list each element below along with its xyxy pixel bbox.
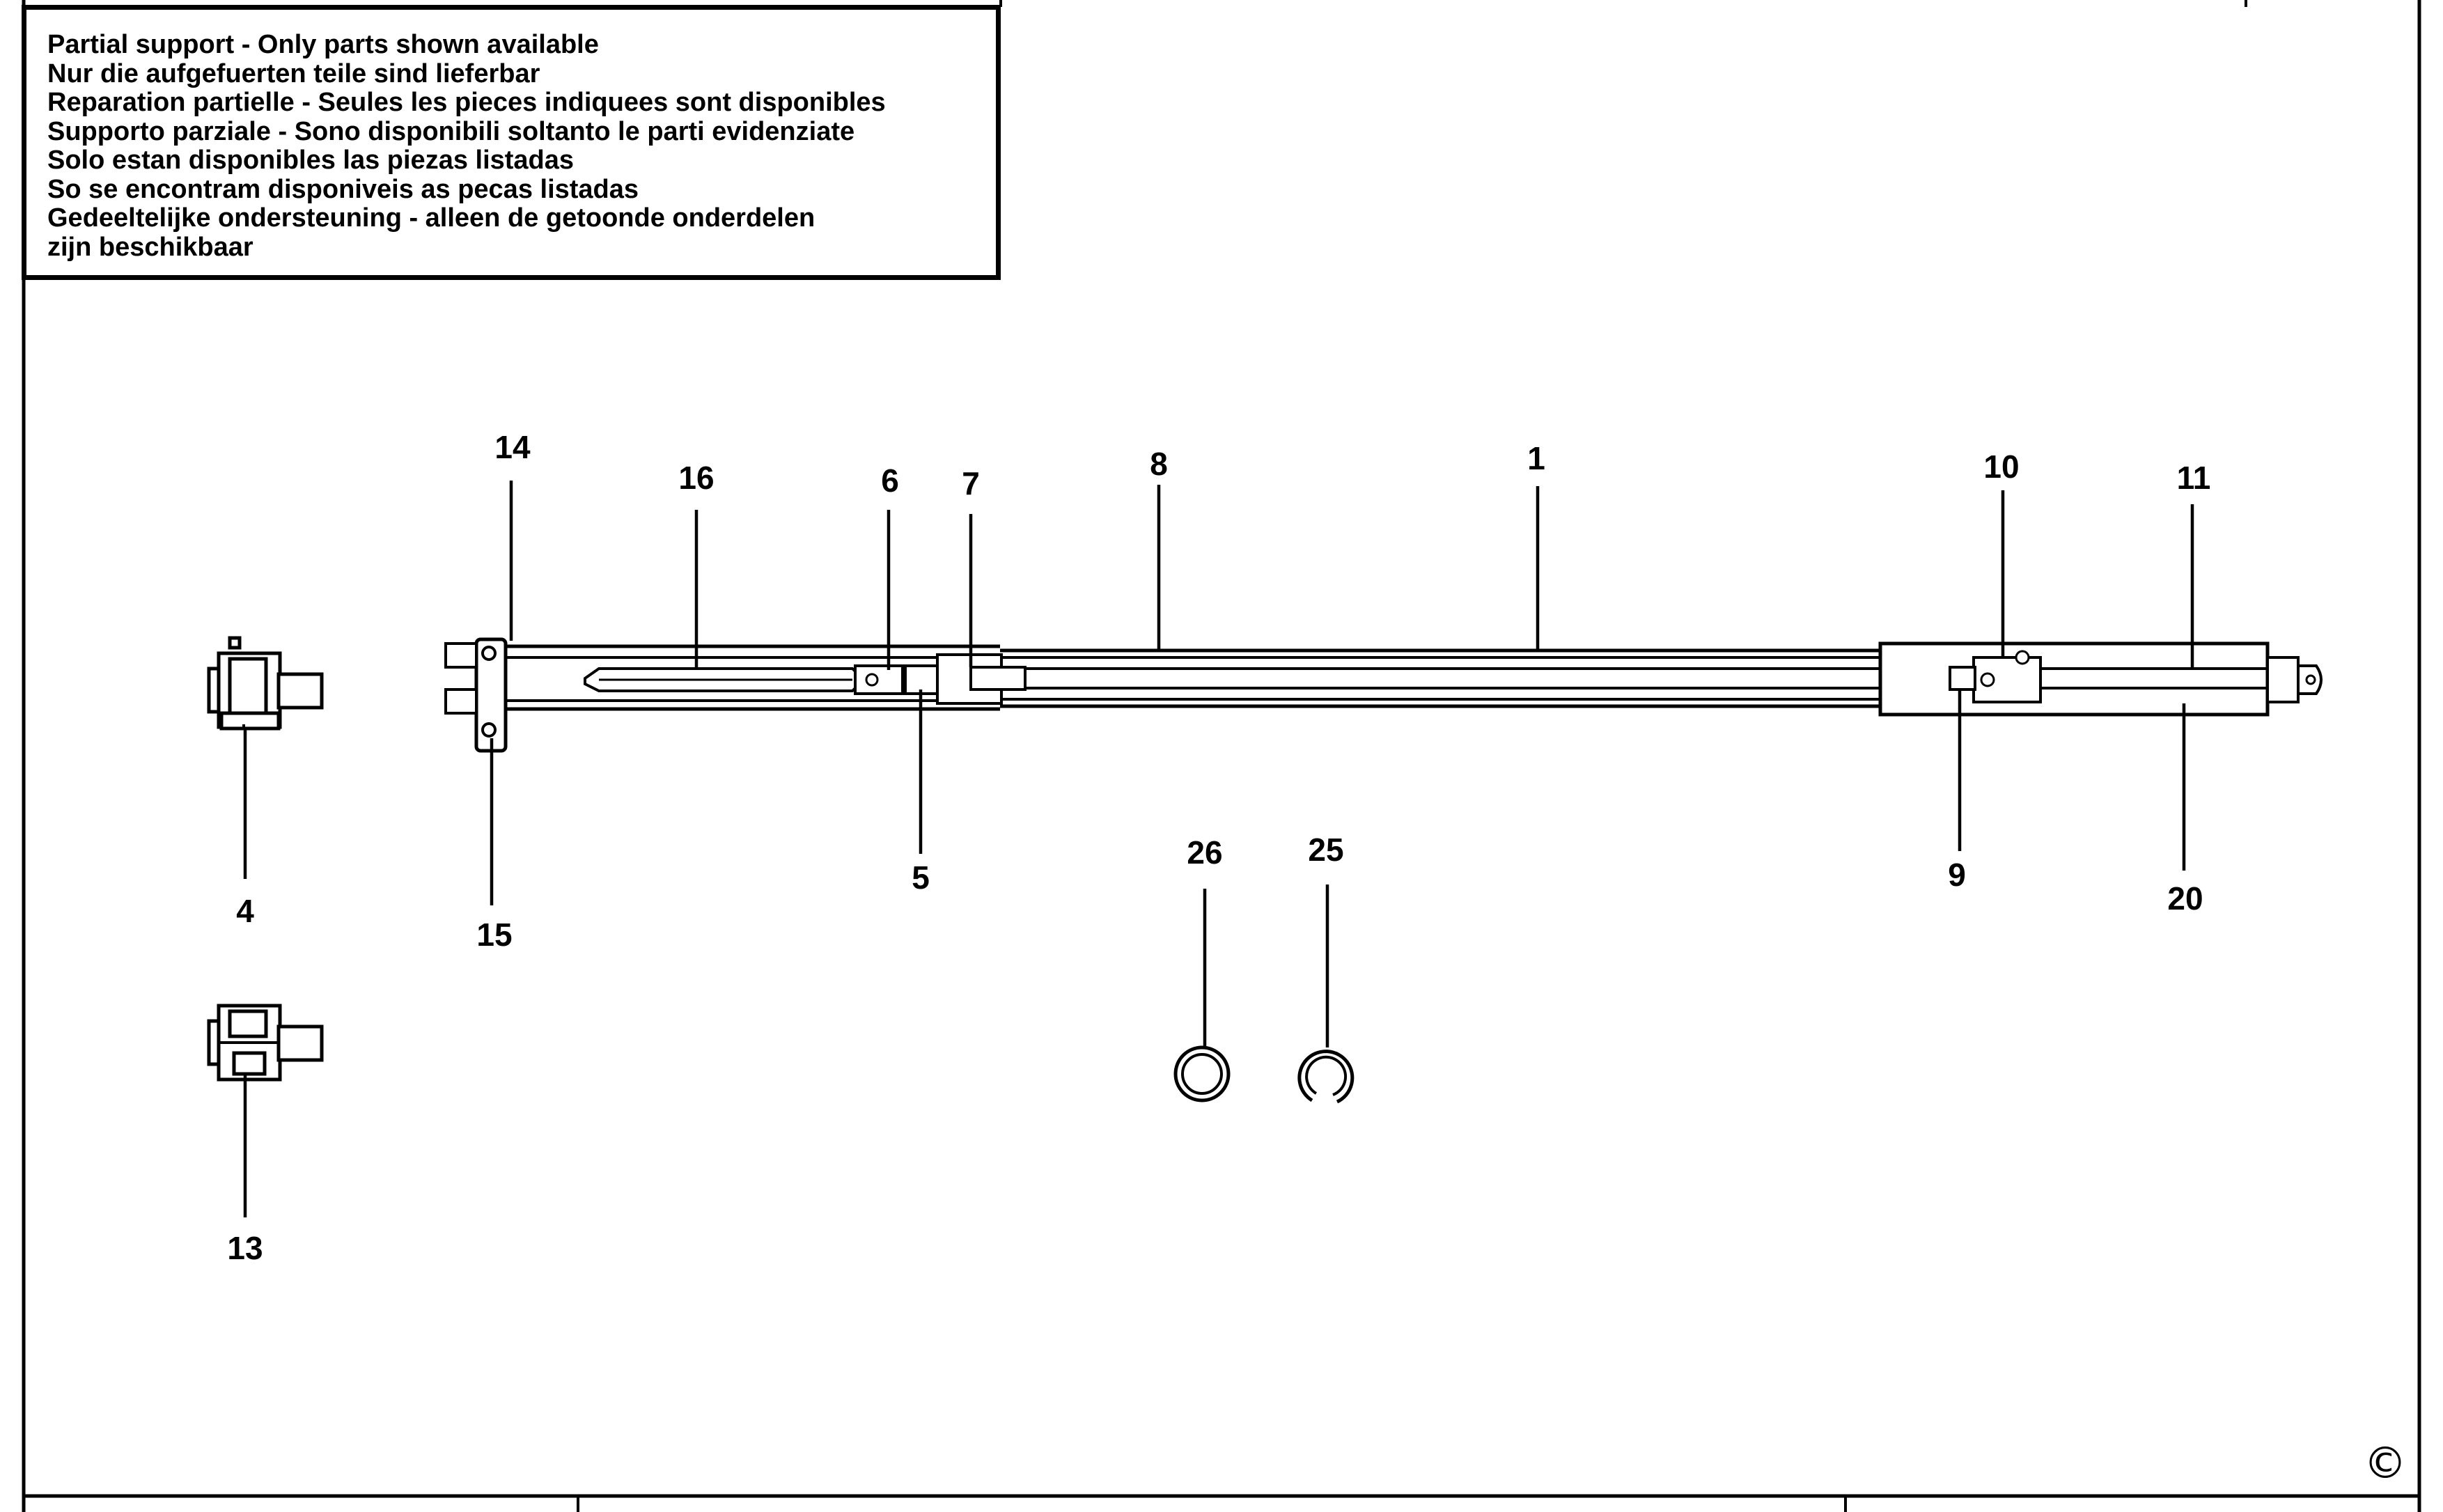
callout-13: 13 [227, 1230, 263, 1266]
part-26-ring [1173, 1045, 1231, 1102]
part-9 [1949, 666, 1976, 691]
notice-line-de: Nur die aufgefuerten teile sind lieferba… [47, 59, 540, 88]
notice-line-it: Supporto parziale - Sono disponibili sol… [47, 116, 855, 146]
notice-line-es: Solo estan disponibles las piezas listad… [47, 146, 575, 175]
callout-10: 10 [1983, 449, 2019, 485]
main-tool-assembly [444, 637, 2323, 753]
notice-line-en: Partial support - Only parts shown avail… [47, 30, 599, 59]
callout-1: 1 [1527, 440, 1545, 476]
part-6 [854, 664, 904, 695]
callout-6: 6 [881, 462, 899, 499]
part-13-adapter [207, 1004, 324, 1082]
callout-20: 20 [2167, 880, 2203, 917]
callout-11: 11 [2177, 460, 2211, 496]
part-20-sleeve [1878, 641, 2270, 717]
part-11-end [2266, 656, 2300, 703]
callout-16: 16 [678, 460, 714, 496]
callout-9: 9 [1948, 857, 1966, 893]
notice-line-nl: Gedeeltelijke ondersteuning - alleen de … [47, 203, 815, 233]
callout-8: 8 [1150, 446, 1168, 482]
notice-line-pt: So se encontram disponiveis as pecas lis… [47, 174, 639, 204]
availability-notice: Partial support - Only parts shown avail… [22, 5, 1001, 280]
copyright-icon: © [2364, 1437, 2407, 1488]
notice-line-fr: Reparation partielle - Seules les pieces… [47, 88, 886, 117]
callout-7: 7 [962, 465, 980, 501]
callout-labels: 14 16 6 7 8 1 10 11 4 15 5 26 25 9 20 13 [227, 429, 2210, 1266]
callout-14: 14 [494, 429, 531, 465]
callout-5: 5 [912, 859, 930, 896]
part-4-adapter [207, 636, 324, 731]
callout-26: 26 [1187, 834, 1222, 871]
notice-line-nl-cont: zijn beschikbaar [47, 232, 253, 262]
callout-15: 15 [476, 917, 512, 953]
leader-lines [243, 481, 2194, 1217]
callout-25: 25 [1308, 832, 1343, 868]
part-25-circlip [1297, 1050, 1355, 1104]
callout-4: 4 [236, 893, 254, 929]
